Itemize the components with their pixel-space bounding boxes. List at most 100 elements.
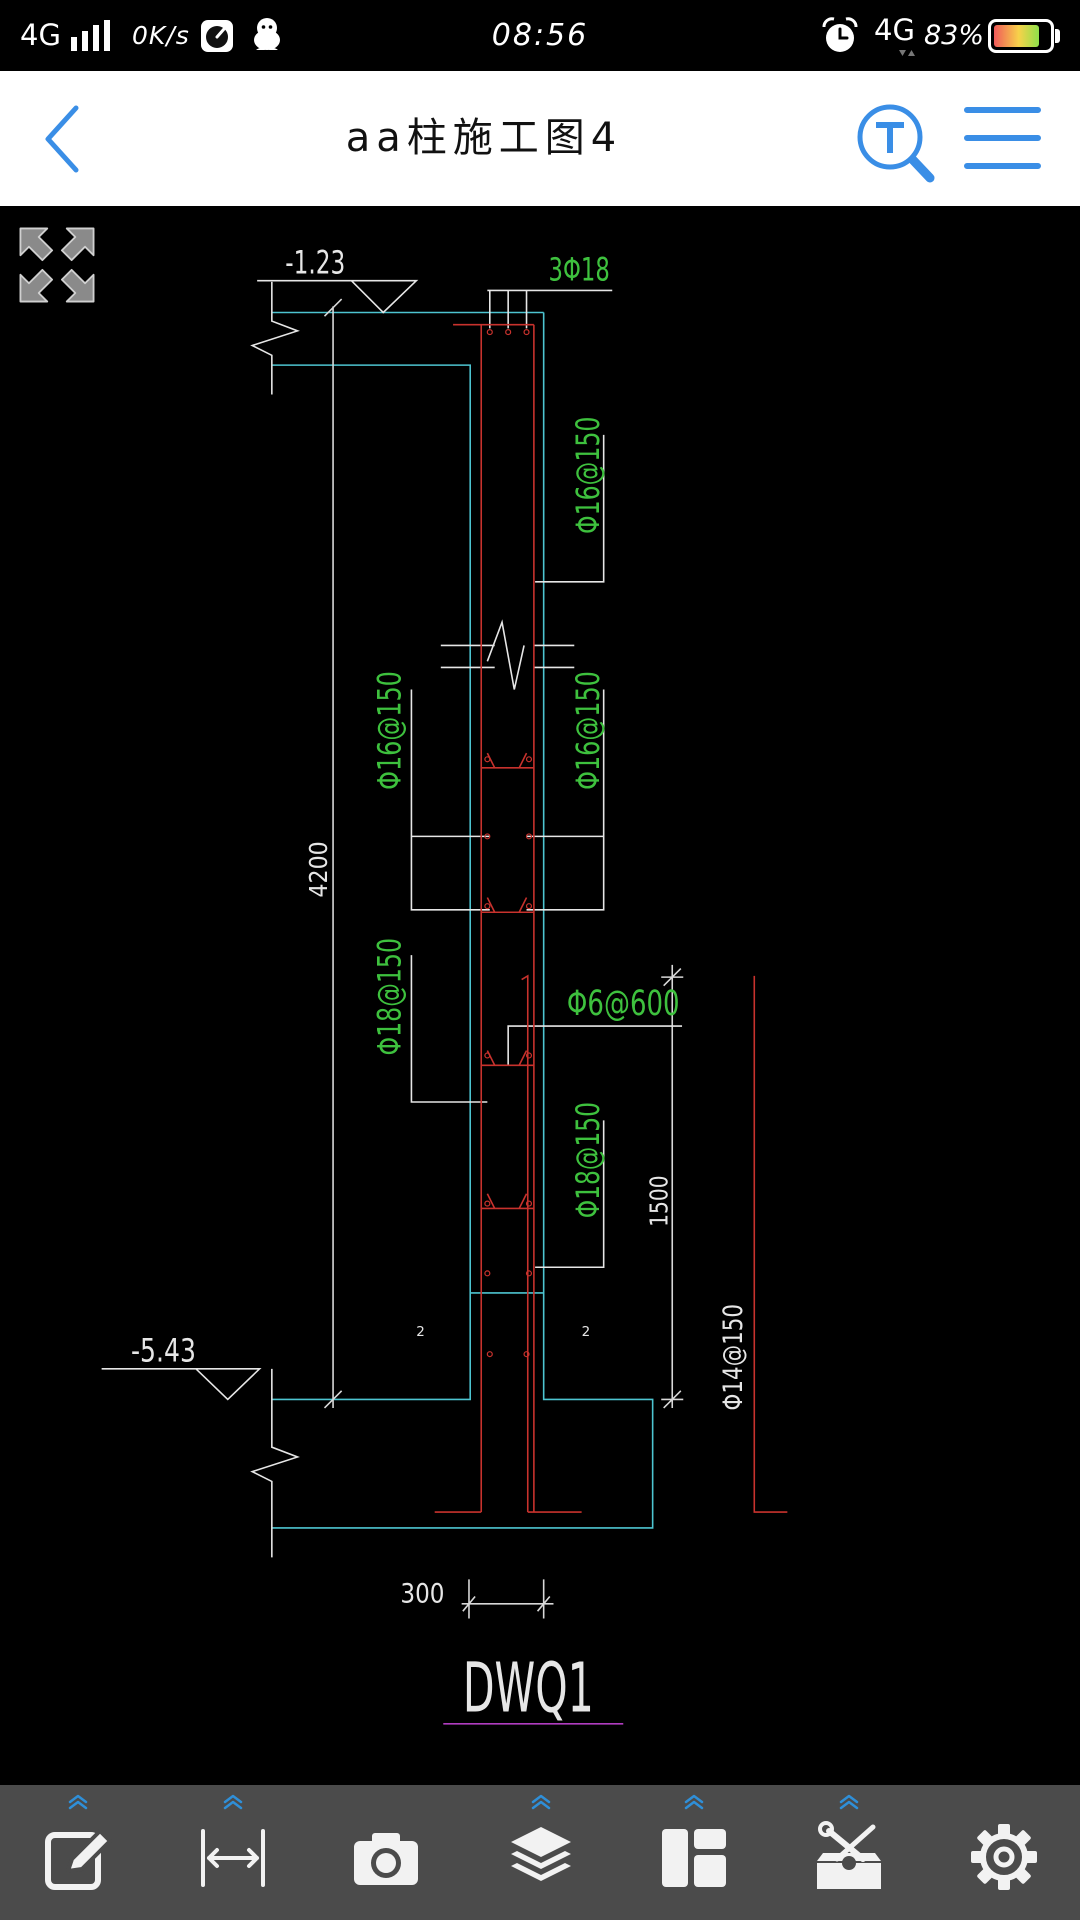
rebar-dot bbox=[525, 833, 533, 840]
camera-tool-button[interactable] bbox=[326, 1785, 446, 1920]
break-lines bbox=[250, 281, 300, 1558]
expand-arrows-icon bbox=[19, 227, 95, 303]
camera-lens bbox=[376, 1853, 396, 1873]
back-button[interactable] bbox=[42, 104, 82, 174]
lower-right-bars-label: Φ18@150 bbox=[569, 1102, 607, 1218]
gear-tooth bbox=[998, 1878, 1010, 1890]
layout-bottom-panel bbox=[694, 1855, 726, 1887]
member-id-title: DWQ1 bbox=[463, 1649, 594, 1729]
penguin-body bbox=[254, 30, 280, 50]
drawing-canvas[interactable]: -1.23 3Φ18 Φ16@150 Φ16@150 Φ16@150 Φ18@1… bbox=[0, 206, 1080, 1785]
expand-chevron-icon[interactable] bbox=[67, 1793, 89, 1811]
battery-percentage: 83% bbox=[924, 20, 985, 51]
layer-bottom bbox=[511, 1863, 571, 1881]
arrow-bottom-left bbox=[19, 268, 54, 303]
total-height-dimension: 4200 bbox=[304, 841, 333, 897]
layout-icon bbox=[662, 1829, 726, 1887]
rebar-dot bbox=[484, 1200, 491, 1207]
layout-tool-button[interactable] bbox=[634, 1785, 754, 1920]
chevron-stroke bbox=[223, 1794, 243, 1810]
expand-arrows bbox=[19, 227, 95, 303]
toolbox-icon bbox=[817, 1821, 881, 1889]
settings-button[interactable] bbox=[944, 1785, 1064, 1920]
signal-bar bbox=[82, 31, 88, 51]
edit-frame bbox=[45, 1832, 101, 1890]
speedometer-app-icon bbox=[201, 20, 233, 52]
fullscreen-button[interactable] bbox=[18, 226, 96, 304]
layout-top-panel bbox=[694, 1829, 726, 1849]
arrow-top-right bbox=[60, 227, 95, 262]
rebar-dot bbox=[484, 903, 491, 910]
app-header: aa柱施工图4 bbox=[0, 71, 1080, 206]
rebar-dot bbox=[486, 329, 493, 336]
rebar-dot bbox=[486, 1351, 493, 1358]
rebar-dot bbox=[525, 1052, 533, 1059]
battery-level-fill bbox=[994, 25, 1039, 47]
chevron-stroke bbox=[45, 105, 79, 173]
signal-strength-icon bbox=[71, 20, 110, 51]
cad-linework bbox=[101, 279, 788, 1725]
network-type-right: 4G bbox=[874, 13, 915, 47]
layers-tool-button[interactable] bbox=[481, 1785, 601, 1920]
middle-right-bars-label: Φ16@150 bbox=[569, 671, 607, 790]
alarm-hands bbox=[838, 27, 849, 40]
expand-chevron-icon[interactable] bbox=[683, 1793, 705, 1811]
penguin-eye bbox=[268, 25, 273, 29]
layer-top bbox=[511, 1827, 571, 1857]
wall-outline bbox=[271, 311, 654, 1529]
menu-lines bbox=[964, 107, 1041, 169]
rebar-dot bbox=[525, 903, 533, 910]
signal-bar bbox=[93, 25, 99, 51]
rebar-hooks bbox=[486, 752, 528, 1209]
rebar-dot bbox=[484, 756, 491, 763]
rebar-dot bbox=[484, 833, 491, 840]
rebar-dot bbox=[523, 329, 530, 336]
settings-gear-icon bbox=[971, 1824, 1037, 1890]
menu-button[interactable] bbox=[962, 101, 1044, 175]
gear-tooth bbox=[998, 1824, 1010, 1836]
chevron-stroke bbox=[684, 1794, 704, 1810]
rebar-dot bbox=[484, 1270, 491, 1277]
toolbox-wrench-head bbox=[818, 1821, 834, 1837]
break-symbol bbox=[440, 619, 575, 690]
elevation-markers bbox=[101, 279, 419, 1401]
network-speed: 0K/s bbox=[132, 21, 190, 50]
gear-hub bbox=[993, 1846, 1015, 1868]
edit-pencil bbox=[66, 1829, 112, 1873]
measure-tool-button[interactable] bbox=[173, 1785, 293, 1920]
alarm-clock-icon bbox=[822, 17, 858, 52]
rebar-dot bbox=[484, 1052, 491, 1059]
upload-arrow bbox=[908, 50, 915, 56]
arrow-top-left bbox=[19, 227, 54, 262]
magnifier-handle bbox=[908, 155, 935, 183]
t-glyph-stem bbox=[887, 122, 893, 153]
expand-chevron-icon[interactable] bbox=[530, 1793, 552, 1811]
bottom-toolbar bbox=[0, 1785, 1080, 1920]
expand-chevron-icon[interactable] bbox=[222, 1793, 244, 1811]
text-search-button[interactable] bbox=[852, 97, 936, 183]
page-title: aa柱施工图4 bbox=[345, 115, 623, 161]
section-marker-right: 2 bbox=[582, 1325, 591, 1340]
section-marker-left: 2 bbox=[416, 1325, 425, 1340]
signal-bar bbox=[71, 37, 77, 51]
expand-chevron-icon[interactable] bbox=[838, 1793, 860, 1811]
upper-right-bars-label: Φ16@150 bbox=[569, 417, 607, 535]
network-type: 4G bbox=[20, 18, 61, 52]
rebar-lines bbox=[434, 323, 788, 1513]
gear-tooth bbox=[977, 1830, 993, 1846]
elevation-bottom-label: -5.43 bbox=[131, 1331, 196, 1369]
penguin-notification-icon bbox=[254, 18, 280, 50]
edit-icon bbox=[45, 1829, 112, 1890]
elevation-top-label: -1.23 bbox=[285, 243, 345, 281]
tie-bars-label: Φ6@600 bbox=[567, 984, 680, 1024]
tools-button[interactable] bbox=[789, 1785, 909, 1920]
annotate-tool-button[interactable] bbox=[18, 1785, 138, 1920]
chevron-left-icon bbox=[45, 105, 79, 173]
toolbox-latch bbox=[842, 1856, 856, 1870]
gear-tooth bbox=[1025, 1851, 1037, 1863]
gear-shape bbox=[971, 1824, 1037, 1890]
lower-left-bars-label: Φ18@150 bbox=[370, 938, 408, 1056]
rebar-section-dots bbox=[484, 329, 533, 1358]
hamburger-menu-icon bbox=[964, 107, 1041, 169]
gear-tooth bbox=[971, 1851, 983, 1863]
